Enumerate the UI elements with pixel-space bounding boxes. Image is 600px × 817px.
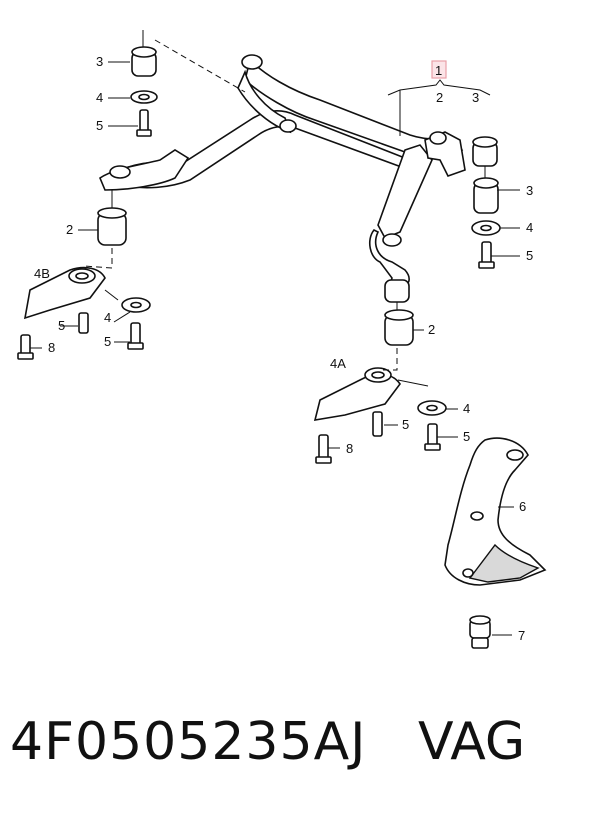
callout-3-top-left: 3 — [96, 54, 103, 69]
callout-1: 1 — [435, 63, 442, 78]
callout-5-top-left: 5 — [96, 118, 103, 133]
callout-2-left: 2 — [66, 222, 73, 237]
callout-5-left-lower: 5 — [104, 334, 111, 349]
callout-1-sub-3: 3 — [472, 90, 479, 105]
subframe — [99, 39, 466, 293]
callout-7: 7 — [518, 628, 525, 643]
bracket-4A — [313, 348, 429, 464]
exploded-parts-diagram: 1 2 3 3 4 5 2 4B 5 4 5 8 3 4 5 2 4A 8 5 … — [17, 30, 547, 649]
callout-5-left: 5 — [58, 318, 65, 333]
nut-7 — [469, 615, 491, 649]
callout-3-right: 3 — [526, 183, 533, 198]
center-bushing — [384, 279, 414, 346]
heat-shield-bracket-6 — [444, 437, 547, 586]
callout-8-center: 8 — [346, 441, 353, 456]
callout-2-center: 2 — [428, 322, 435, 337]
callout-5-right: 5 — [526, 248, 533, 263]
callout-4A: 4A — [330, 356, 346, 371]
top-left-bushing-stack — [130, 30, 158, 137]
left-lower-washer-bolt — [121, 297, 151, 350]
group-callout-box — [431, 60, 447, 79]
callout-4-right: 4 — [526, 220, 533, 235]
callout-labels: 1 2 3 3 4 5 2 4B 5 4 5 8 3 4 5 2 4A 8 5 … — [34, 54, 533, 643]
callout-4-left: 4 — [104, 310, 111, 325]
callout-4-top-left: 4 — [96, 90, 103, 105]
brand-name: VAG — [418, 712, 526, 772]
callout-4B: 4B — [34, 266, 50, 281]
bracket-4B — [17, 248, 119, 360]
right-bushing-stack — [471, 136, 501, 269]
callout-5-center: 5 — [402, 417, 409, 432]
left-bushing — [97, 190, 127, 246]
leader-lines — [30, 61, 520, 636]
part-number: 4F0505235AJ — [10, 712, 367, 772]
callout-8-left: 8 — [48, 340, 55, 355]
callout-5-center-lower: 5 — [463, 429, 470, 444]
callout-6: 6 — [519, 499, 526, 514]
callout-4-center: 4 — [463, 401, 470, 416]
center-lower-washer-bolt — [417, 400, 447, 451]
callout-1-sub-2: 2 — [436, 90, 443, 105]
footer: 4F0505235AJ VAG — [0, 712, 600, 792]
